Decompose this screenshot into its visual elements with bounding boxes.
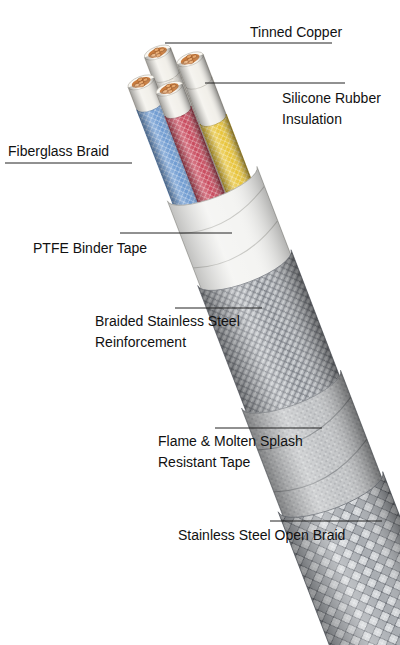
leader-line [215, 428, 322, 429]
leader-line [175, 308, 262, 309]
leader-line [205, 83, 345, 84]
part-label: Fiberglass Braid [8, 141, 158, 162]
leader-line [120, 233, 232, 234]
part-label: Flame & Molten Splash Resistant Tape [158, 431, 308, 473]
core [154, 78, 227, 209]
core-shading [156, 84, 227, 210]
leader-line [270, 521, 382, 522]
steel-open-braid [278, 472, 400, 645]
part-label: Braided Stainless Steel Reinforcement [95, 311, 260, 353]
part-label: PTFE Binder Tape [33, 238, 193, 259]
part-label: Stainless Steel Open Braid [178, 525, 388, 546]
leader-line [165, 43, 332, 44]
leader-line [5, 163, 132, 164]
part-label: Tinned Copper [250, 22, 390, 43]
layer-shading [278, 472, 400, 645]
part-label: Silicone Rubber Insulation [282, 88, 394, 130]
